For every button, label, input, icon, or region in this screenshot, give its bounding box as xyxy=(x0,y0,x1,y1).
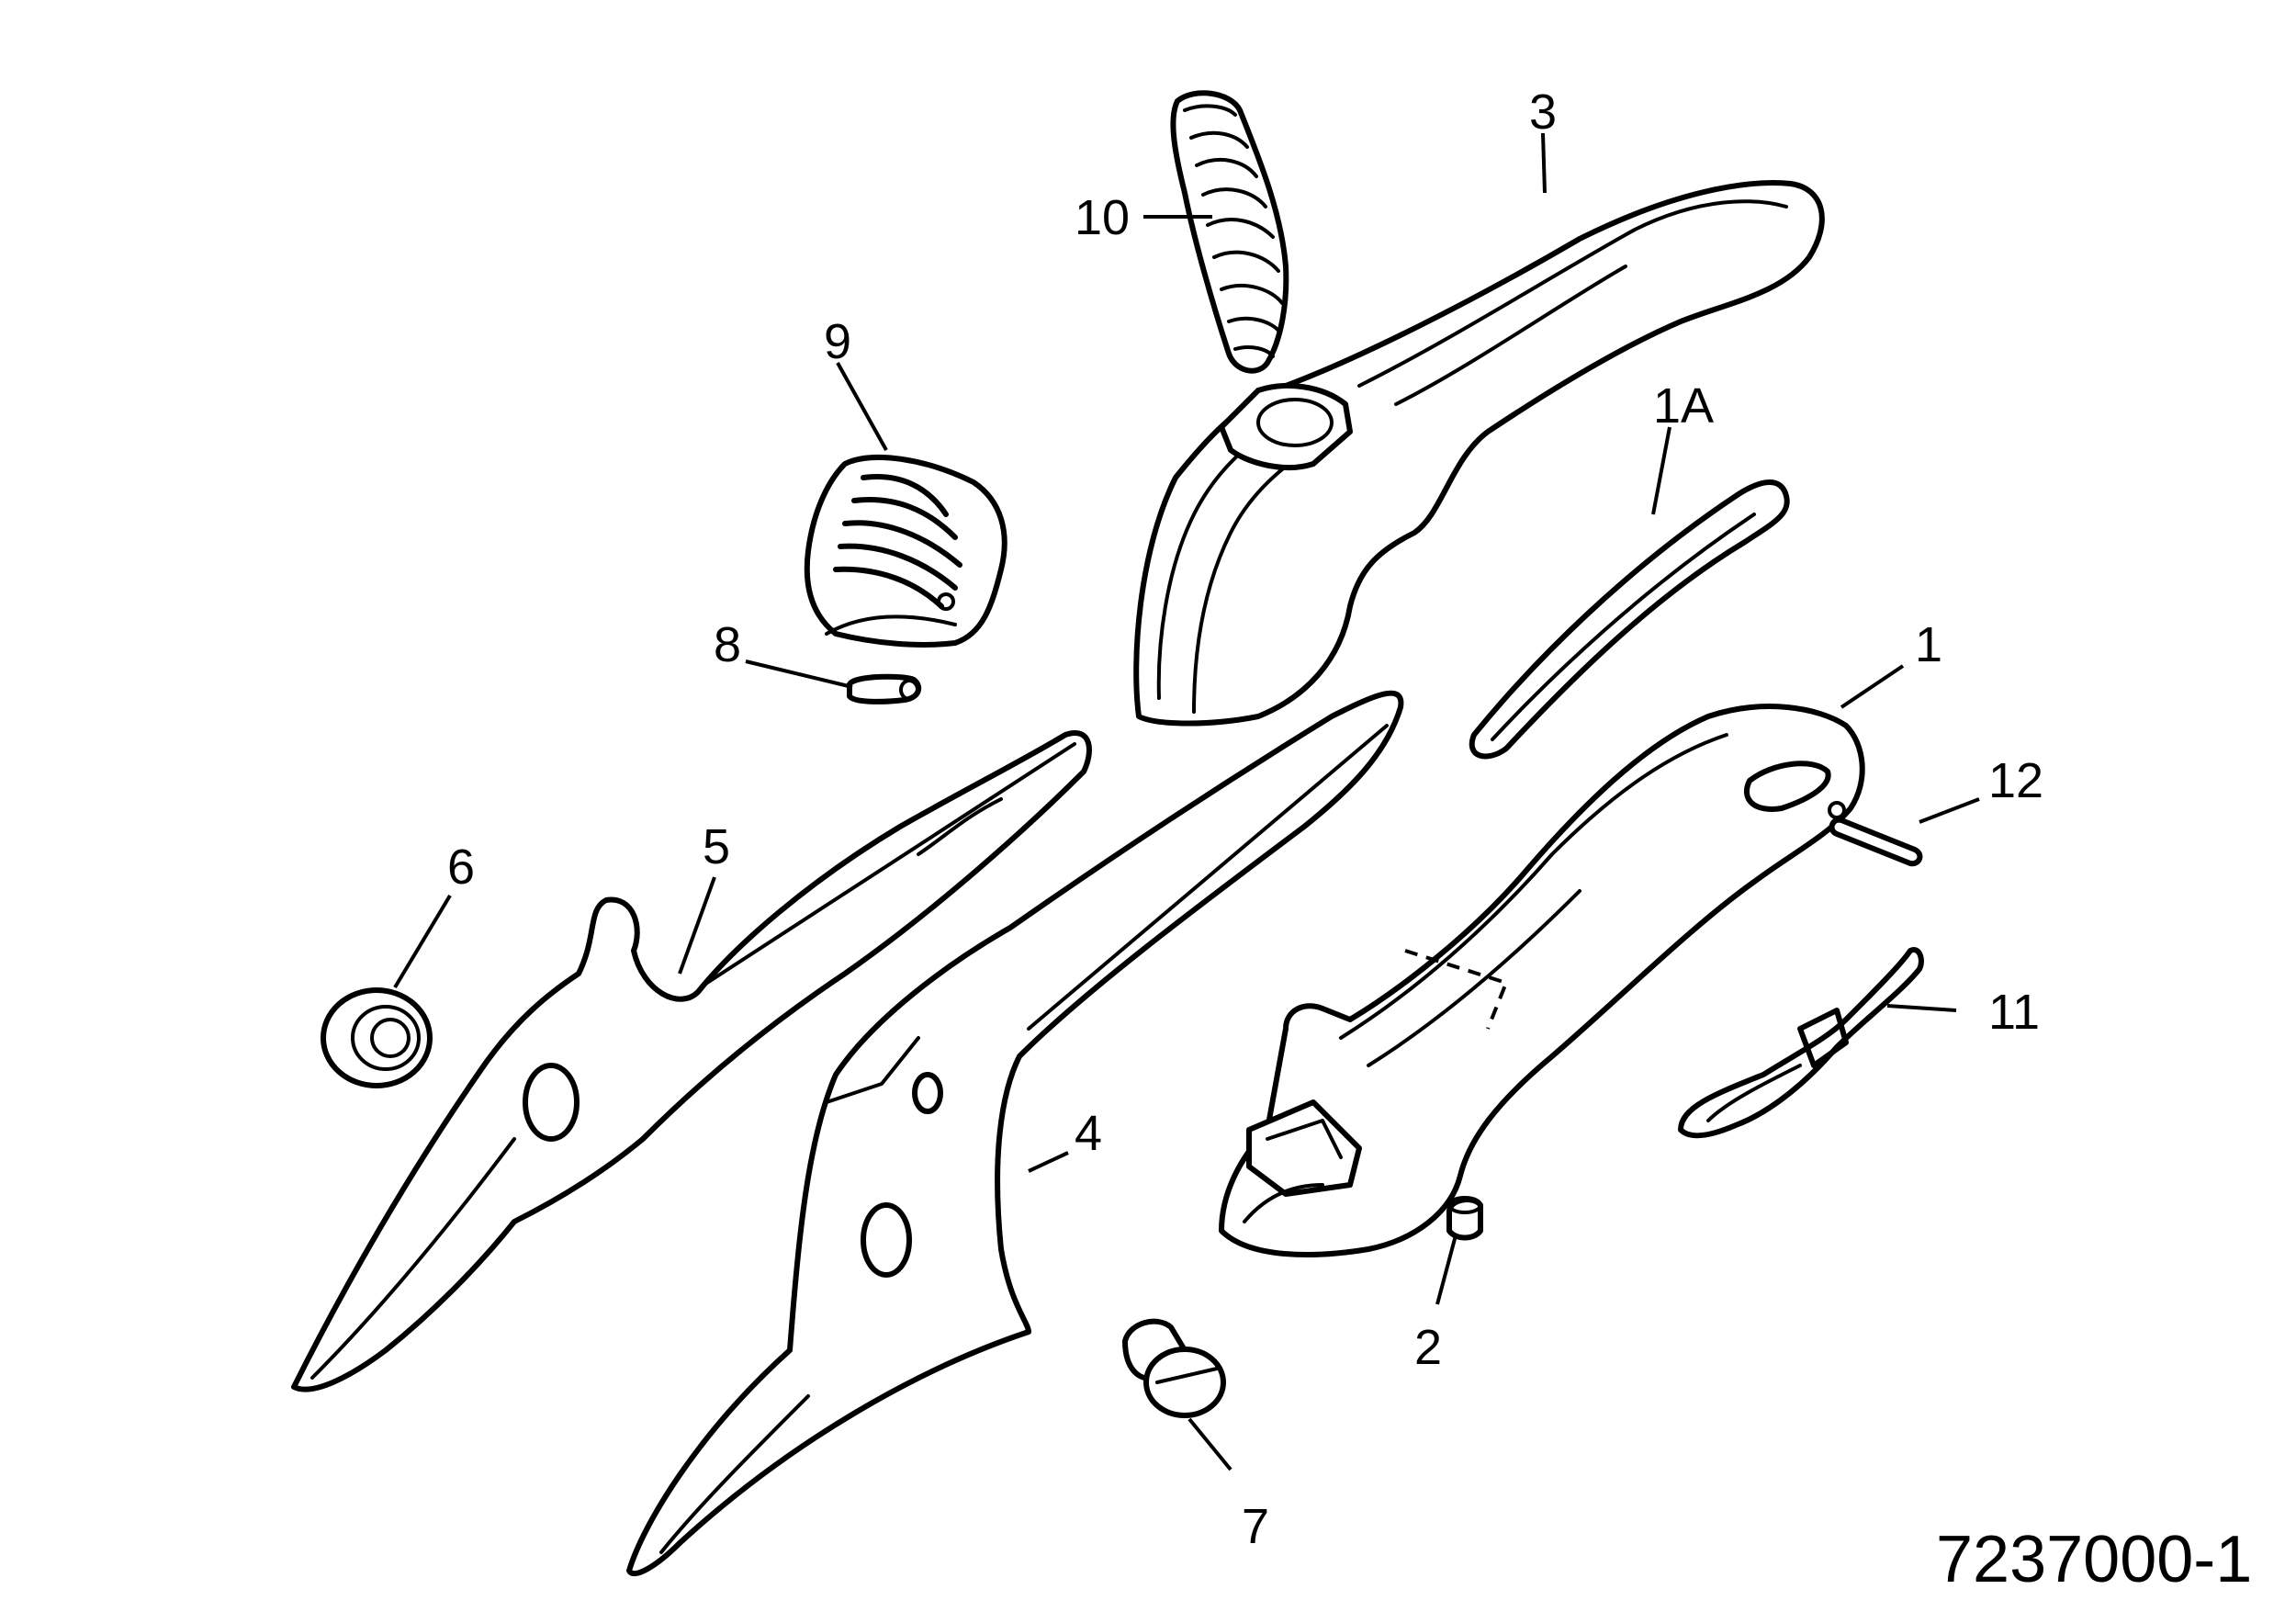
label-part-12: 12 xyxy=(1988,753,2043,808)
part-12-small-rod xyxy=(1829,817,1923,867)
label-part-2: 2 xyxy=(1414,1320,1442,1375)
label-part-11: 11 xyxy=(1988,985,2040,1040)
document-number: 7237000-1 xyxy=(1936,1523,2252,1596)
part-6-nut xyxy=(321,987,433,1088)
part-2-small-plug xyxy=(1446,1196,1483,1241)
label-part-3: 3 xyxy=(1529,85,1557,140)
part-11-strap-loop xyxy=(1678,947,1924,1139)
part-3-upper-handle xyxy=(1133,180,1825,727)
part-1-lower-handle xyxy=(1219,704,1865,1257)
label-part-5: 5 xyxy=(703,819,730,874)
part-9-spring-housing xyxy=(804,454,1007,648)
part-5-blade xyxy=(291,730,1092,1392)
label-part-9: 9 xyxy=(824,314,851,369)
label-part-4: 4 xyxy=(1075,1106,1102,1161)
label-part-7: 7 xyxy=(1242,1499,1269,1554)
part-4-anvil-blade xyxy=(626,690,1404,1577)
label-part-1a: 1A xyxy=(1653,378,1714,434)
label-part-10: 10 xyxy=(1075,190,1130,245)
part-7-slotted-bolt xyxy=(1122,1318,1226,1418)
label-part-1: 1 xyxy=(1915,617,1942,672)
label-part-8: 8 xyxy=(714,617,741,672)
leader-lines xyxy=(393,132,1980,1471)
part-8-small-pin xyxy=(847,673,922,704)
part-10-grip-insert xyxy=(1170,90,1289,374)
label-part-6: 6 xyxy=(447,840,475,895)
part-1a-spring-leaf xyxy=(1469,479,1790,760)
